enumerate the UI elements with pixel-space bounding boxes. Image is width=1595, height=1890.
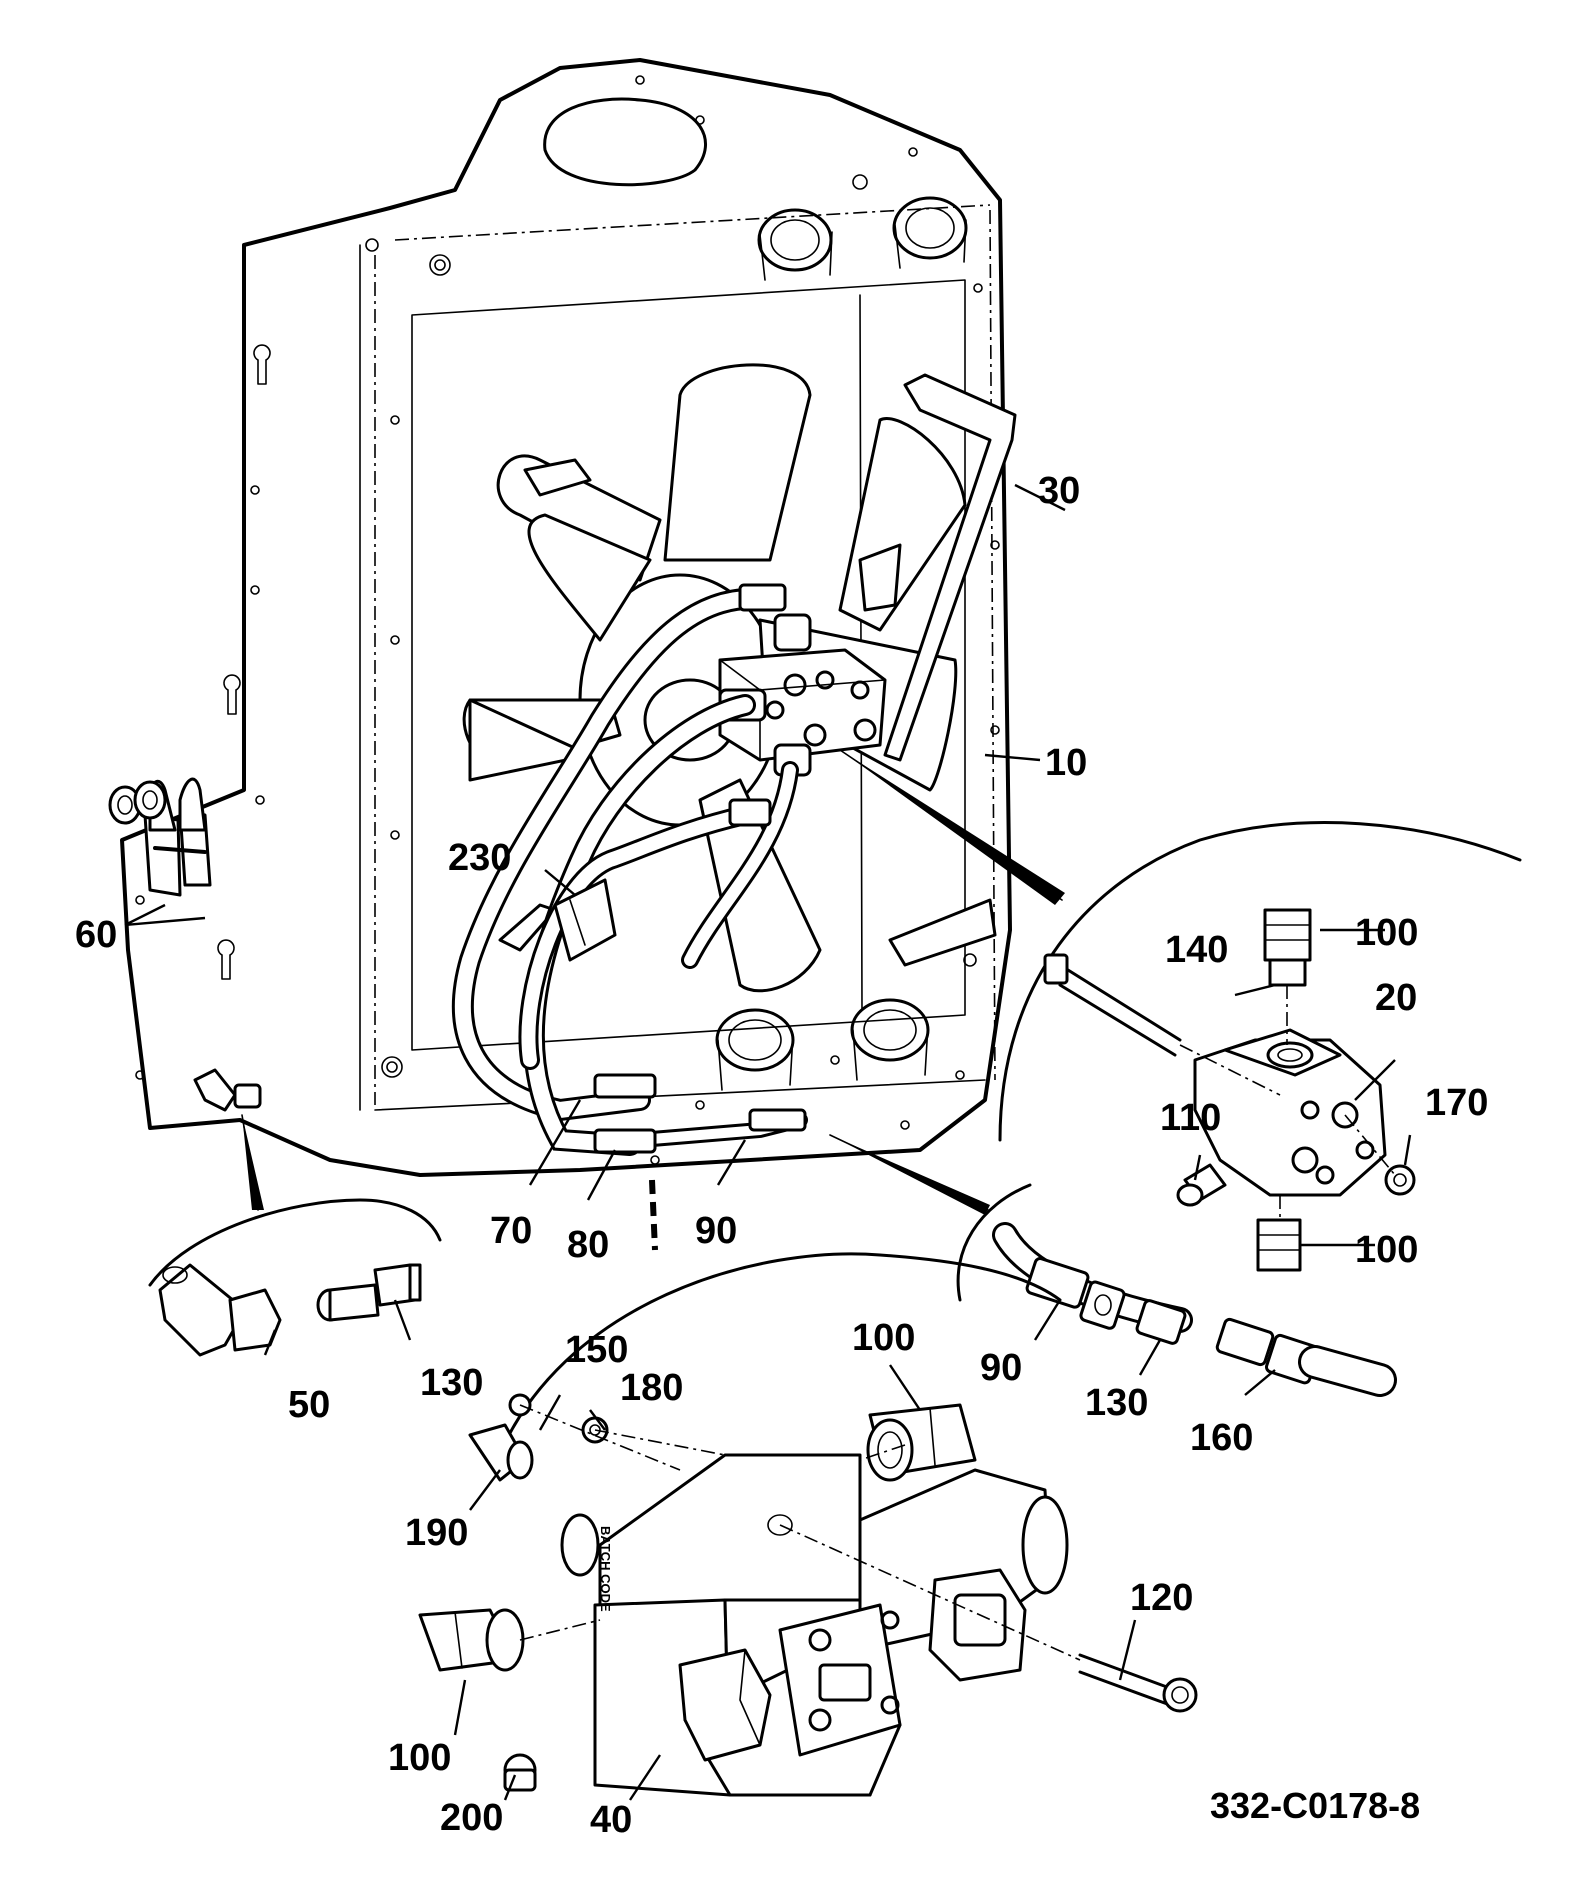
callout-60: 60 bbox=[75, 914, 117, 956]
callout-110: 110 bbox=[1160, 1097, 1221, 1139]
cooling-pack-frame bbox=[120, 58, 1012, 1177]
fan-motor-assembly bbox=[718, 613, 887, 777]
detail-circle-hose-end bbox=[829, 1134, 1397, 1397]
callout-40: 40 bbox=[590, 1799, 632, 1841]
callout-160: 160 bbox=[1190, 1417, 1253, 1459]
callout-100-pump-top: 100 bbox=[1355, 912, 1418, 954]
callout-130-elbow: 130 bbox=[420, 1362, 483, 1404]
callout-80: 80 bbox=[567, 1224, 609, 1266]
callout-190: 190 bbox=[405, 1512, 468, 1554]
callout-120: 120 bbox=[1130, 1577, 1193, 1619]
callout-230: 230 bbox=[448, 837, 511, 879]
callout-150: 150 bbox=[565, 1329, 628, 1371]
callout-20: 20 bbox=[1375, 977, 1417, 1019]
callout-100-valve-left: 100 bbox=[388, 1737, 451, 1779]
callout-70: 70 bbox=[490, 1210, 532, 1252]
leader-lines bbox=[124, 483, 1412, 1801]
mounting-bracket bbox=[498, 373, 1017, 967]
detail-circle-valve: BATCH CODE bbox=[418, 1179, 1198, 1797]
elbow-fittings bbox=[108, 777, 212, 897]
callout-130-hose: 130 bbox=[1085, 1382, 1148, 1424]
detail-circle-pump bbox=[839, 749, 1522, 1272]
callout-140: 140 bbox=[1165, 929, 1228, 971]
callout-170: 170 bbox=[1425, 1082, 1488, 1124]
frame-holes bbox=[135, 75, 1000, 1165]
drawing-number: 332-C0178-8 bbox=[1210, 1785, 1420, 1826]
mounting-keyholes bbox=[217, 344, 271, 980]
callout-100-pump-bottom: 100 bbox=[1355, 1229, 1418, 1271]
hose-clamp bbox=[553, 878, 617, 962]
detail-circle-elbow bbox=[148, 1114, 442, 1357]
callout-200: 200 bbox=[440, 1797, 503, 1839]
callout-numbers: 10 20 30 40 50 60 70 80 90 90 100 100 10… bbox=[75, 470, 1488, 1841]
callout-50: 50 bbox=[288, 1384, 330, 1426]
callout-100-valve-right: 100 bbox=[852, 1317, 915, 1359]
callout-90-detail: 90 bbox=[980, 1347, 1022, 1389]
callout-180: 180 bbox=[620, 1367, 683, 1409]
hydraulic-hoses bbox=[451, 583, 808, 1156]
frame-elbow-fitting bbox=[193, 1068, 262, 1112]
callout-30: 30 bbox=[1038, 470, 1080, 512]
valve-batch-code-label: BATCH CODE bbox=[598, 1526, 613, 1612]
upper-pipe-stubs bbox=[757, 196, 968, 281]
cooling-fan bbox=[462, 363, 967, 993]
lower-pipe-stubs bbox=[715, 998, 930, 1091]
callout-90-upper: 90 bbox=[695, 1210, 737, 1252]
callout-10: 10 bbox=[1045, 742, 1087, 784]
